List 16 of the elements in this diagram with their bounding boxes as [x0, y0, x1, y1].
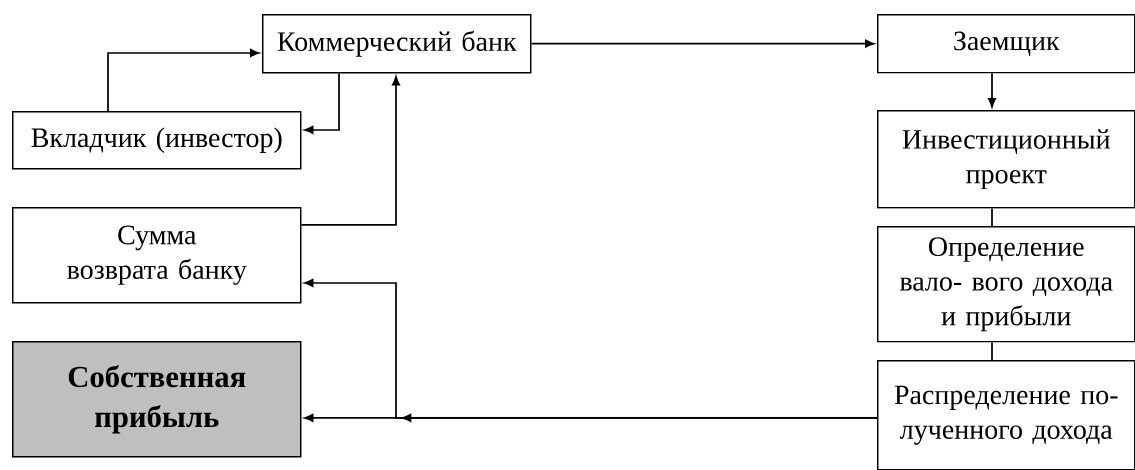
connector-line	[991, 207, 993, 227]
connector-line	[991, 341, 993, 361]
arrow	[530, 39, 875, 48]
process-box: Сумма возврата банку	[12, 207, 302, 304]
arrow	[300, 76, 400, 226]
process-box: Инвестиционный проект	[877, 110, 1135, 209]
arrow	[304, 279, 878, 419]
process-box: Коммерческий банк	[262, 14, 532, 74]
process-box: Распределение по- лученного дохода	[877, 360, 1135, 470]
arrow	[988, 72, 996, 108]
highlighted-box: Собственная прибыль	[12, 341, 302, 458]
arrow	[304, 72, 340, 134]
process-box: Определение вало- вого дохода и прибыли	[877, 226, 1135, 343]
arrow	[107, 49, 260, 112]
process-box: Заемщик	[877, 14, 1135, 74]
process-box: Вкладчик (инвестор)	[12, 111, 302, 170]
